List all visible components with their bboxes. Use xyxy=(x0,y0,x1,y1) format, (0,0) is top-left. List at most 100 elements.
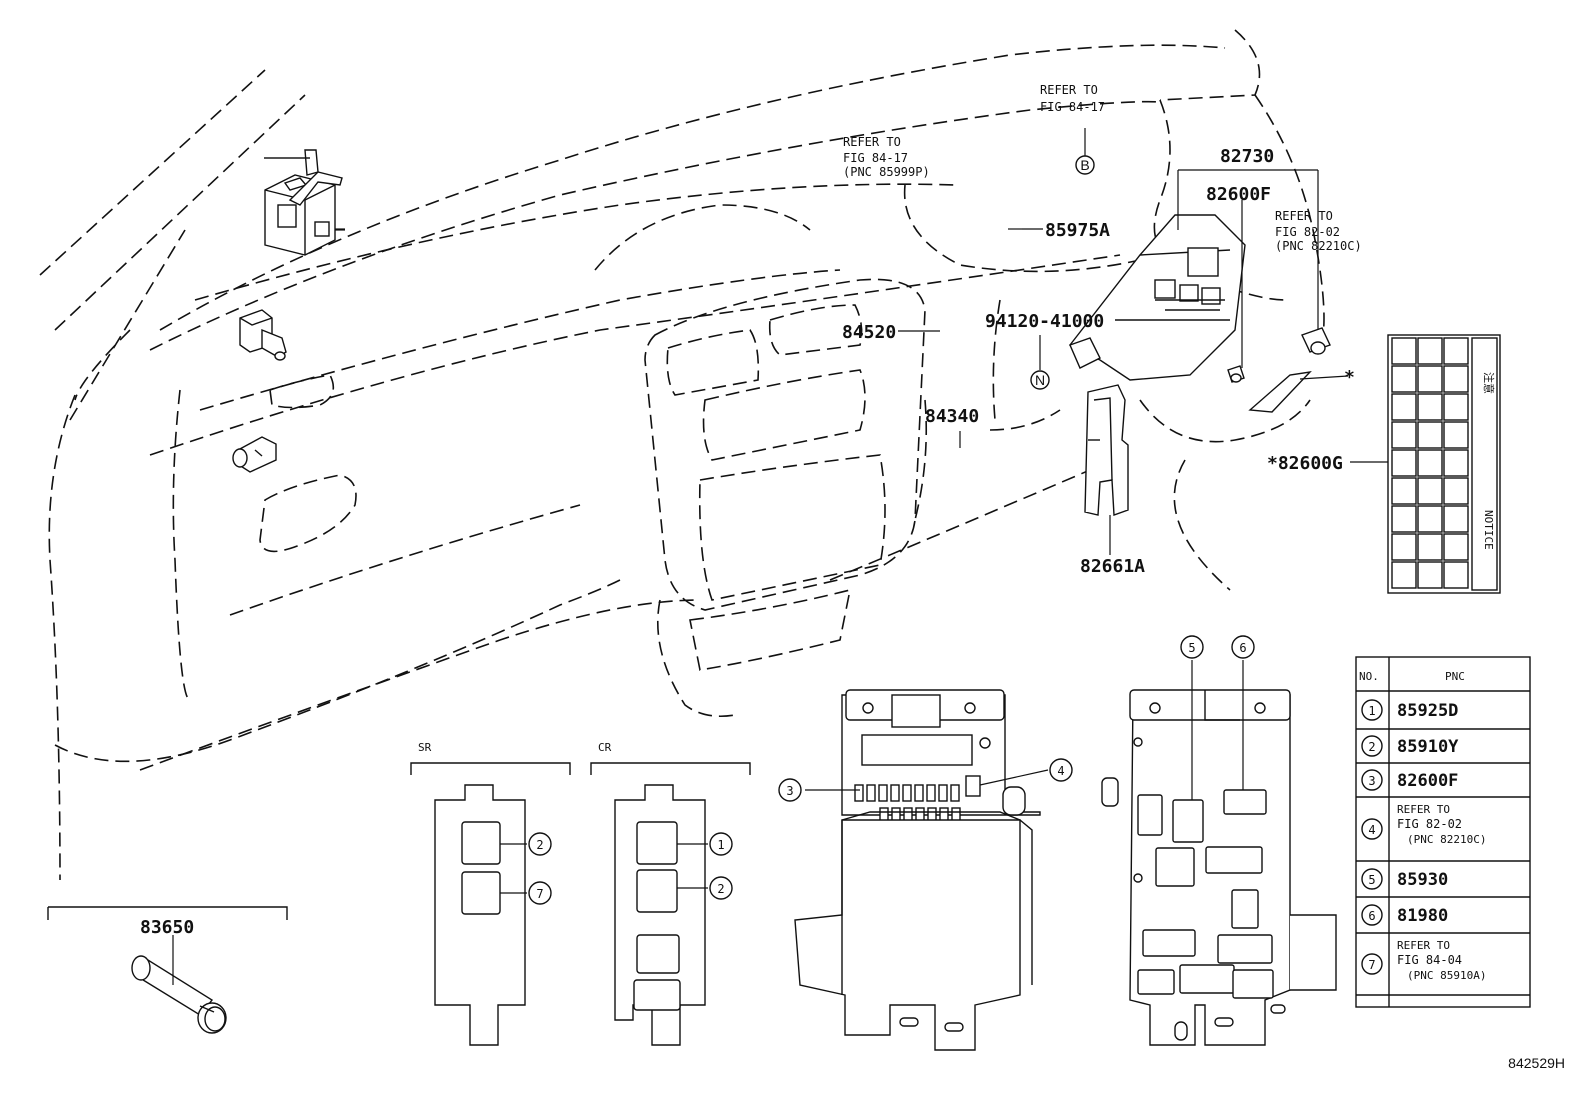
dashboard-outline xyxy=(39,29,1325,881)
refer-top-line1: REFER TO xyxy=(1040,83,1098,97)
badge-cr-2: 2 xyxy=(709,876,733,900)
badge-5: 5 xyxy=(1180,635,1204,659)
card-side-top: 注意 xyxy=(1482,372,1496,394)
callout-84520: 84520 xyxy=(842,322,896,343)
pnc-row-no: 6 xyxy=(1368,909,1375,923)
callout-82730: 82730 xyxy=(1220,146,1274,167)
pnc-row-value: 81980 xyxy=(1397,906,1448,926)
refer-right-line3: (PNC 82210C) xyxy=(1275,239,1362,253)
switch-84340 xyxy=(232,436,277,473)
svg-text:4: 4 xyxy=(1057,764,1064,778)
refer-left-line2: FIG 84-17 xyxy=(843,151,908,165)
label-cell xyxy=(1417,337,1443,365)
circle-letter-n: N xyxy=(1030,370,1050,390)
label-cell xyxy=(1391,533,1417,561)
svg-text:B: B xyxy=(1080,157,1089,173)
pnc-row-no: 4 xyxy=(1368,823,1375,837)
callout-94120-41000: 94120-41000 xyxy=(985,311,1104,332)
label-cell xyxy=(1443,561,1469,589)
leader-lines xyxy=(172,128,1388,985)
refer-left-line3: (PNC 85999P) xyxy=(843,165,930,179)
pnc-row: 6 81980 xyxy=(1361,904,1448,926)
pnc-row-value: 82600F xyxy=(1397,771,1458,791)
pnc-row-badge xyxy=(1361,904,1383,926)
pnc-row-line: (PNC 85910A) xyxy=(1407,969,1486,982)
pnc-row-no: 2 xyxy=(1368,740,1375,754)
callout-83650: 83650 xyxy=(140,917,194,938)
pnc-row-value: 85925D xyxy=(1397,701,1458,721)
label-cell xyxy=(1391,421,1417,449)
label-cell xyxy=(1443,337,1469,365)
callout-82600G: *82600G xyxy=(1267,453,1343,474)
svg-text:7: 7 xyxy=(536,887,543,901)
pnc-row: 3 82600F xyxy=(1361,769,1458,791)
pnc-row-line: (PNC 82210C) xyxy=(1407,833,1486,846)
pnc-table-header-pnc: PNC xyxy=(1445,670,1465,683)
circle-letter-b: B xyxy=(1075,155,1095,175)
pnc-row-line: FIG 82-02 xyxy=(1397,817,1462,831)
part-callouts: 85975A 82730 82600F 84520 94120-41000 84… xyxy=(140,146,1355,938)
card-side-bottom: NOTICE xyxy=(1482,510,1495,550)
fuse-slot xyxy=(866,784,876,802)
label-cell xyxy=(1417,477,1443,505)
pnc-row-no: 3 xyxy=(1368,774,1375,788)
relay-82210C xyxy=(1301,327,1331,355)
label-cell xyxy=(1443,393,1469,421)
label-cell xyxy=(1443,477,1469,505)
label-cell xyxy=(1391,449,1417,477)
callout-82600F: 82600F xyxy=(1206,184,1271,205)
label-cell xyxy=(1417,561,1443,589)
fuse-label-card: 注意 NOTICE xyxy=(1387,334,1501,594)
label-cell xyxy=(1443,505,1469,533)
fuse-slot xyxy=(926,784,936,802)
label-cell xyxy=(1417,449,1443,477)
refer-top-line2: FIG 84-17 xyxy=(1040,100,1105,114)
pnc-row: 1 85925D xyxy=(1361,699,1458,721)
caption-sr: SR xyxy=(418,741,432,754)
badge-cr-1: 1 xyxy=(709,832,733,856)
label-card-82600G xyxy=(1248,371,1349,413)
fuse-slot xyxy=(938,784,948,802)
refer-note-right: REFER TO FIG 82-02 (PNC 82210C) xyxy=(1275,209,1362,253)
label-cell xyxy=(1417,505,1443,533)
svg-text:N: N xyxy=(1035,372,1045,388)
pnc-row-badge xyxy=(1361,953,1383,975)
pnc-row-no: 5 xyxy=(1368,873,1375,887)
junction-block-82730 xyxy=(1068,214,1246,381)
label-cell xyxy=(1391,337,1417,365)
fuse-slot xyxy=(890,784,900,802)
fuse-slot xyxy=(854,784,864,802)
label-cell xyxy=(1391,365,1417,393)
pnc-row-badge xyxy=(1361,769,1383,791)
refer-right-line1: REFER TO xyxy=(1275,209,1333,223)
label-cell xyxy=(1417,421,1443,449)
relay-strip-sr xyxy=(410,762,571,1046)
star-marker: * xyxy=(1344,367,1355,388)
pnc-row-line: FIG 84-04 xyxy=(1397,953,1462,967)
pnc-row-no: 1 xyxy=(1368,704,1375,718)
label-cell xyxy=(1391,477,1417,505)
refer-left-line1: REFER TO xyxy=(843,135,901,149)
module-85975A xyxy=(264,174,336,256)
pnc-row-badge xyxy=(1361,818,1383,840)
svg-text:5: 5 xyxy=(1188,641,1195,655)
tool-83650 xyxy=(131,955,227,1034)
pnc-row-line: REFER TO xyxy=(1397,939,1450,952)
label-cell xyxy=(1391,393,1417,421)
callout-85975A: 85975A xyxy=(1045,220,1110,241)
pnc-row-badge xyxy=(1361,868,1383,890)
label-cell xyxy=(1443,449,1469,477)
callout-82661A: 82661A xyxy=(1080,556,1145,577)
svg-text:2: 2 xyxy=(536,838,543,852)
sensor-84520 xyxy=(239,309,287,361)
pnc-row-line: REFER TO xyxy=(1397,803,1450,816)
label-cell xyxy=(1443,533,1469,561)
label-cell xyxy=(1391,561,1417,589)
cover-82661A xyxy=(1084,384,1129,516)
badge-4: 4 xyxy=(1049,758,1073,782)
